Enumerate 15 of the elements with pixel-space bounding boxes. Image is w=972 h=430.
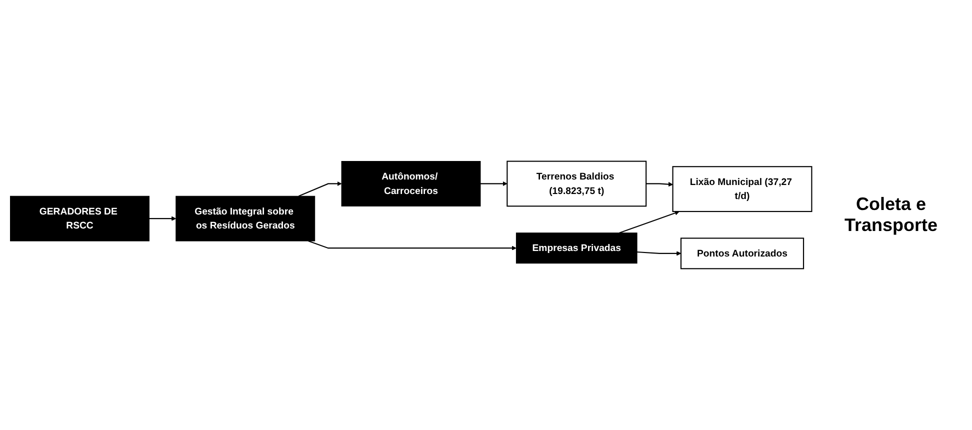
arrow — [308, 240, 516, 250]
arrow — [149, 216, 176, 221]
arrow — [646, 182, 673, 187]
note-text: Coleta e Transporte — [843, 194, 939, 236]
arrow — [636, 251, 682, 256]
arrow — [619, 210, 680, 234]
node-box: Autônomos/ Carroceiros — [341, 161, 481, 206]
node-box: Terrenos Baldios (19.823,75 t) — [506, 160, 647, 207]
node-box: Pontos Autorizados — [680, 238, 804, 270]
arrow — [480, 181, 508, 186]
node-box: Empresas Privadas — [516, 232, 638, 264]
arrow — [298, 181, 342, 197]
node-box: Gestão Integral sobre os Resíduos Gerados — [176, 196, 316, 242]
node-box: GERADORES DE RSCC — [10, 196, 150, 242]
node-box: Lixão Municipal (37,27 t/d) — [672, 166, 812, 212]
